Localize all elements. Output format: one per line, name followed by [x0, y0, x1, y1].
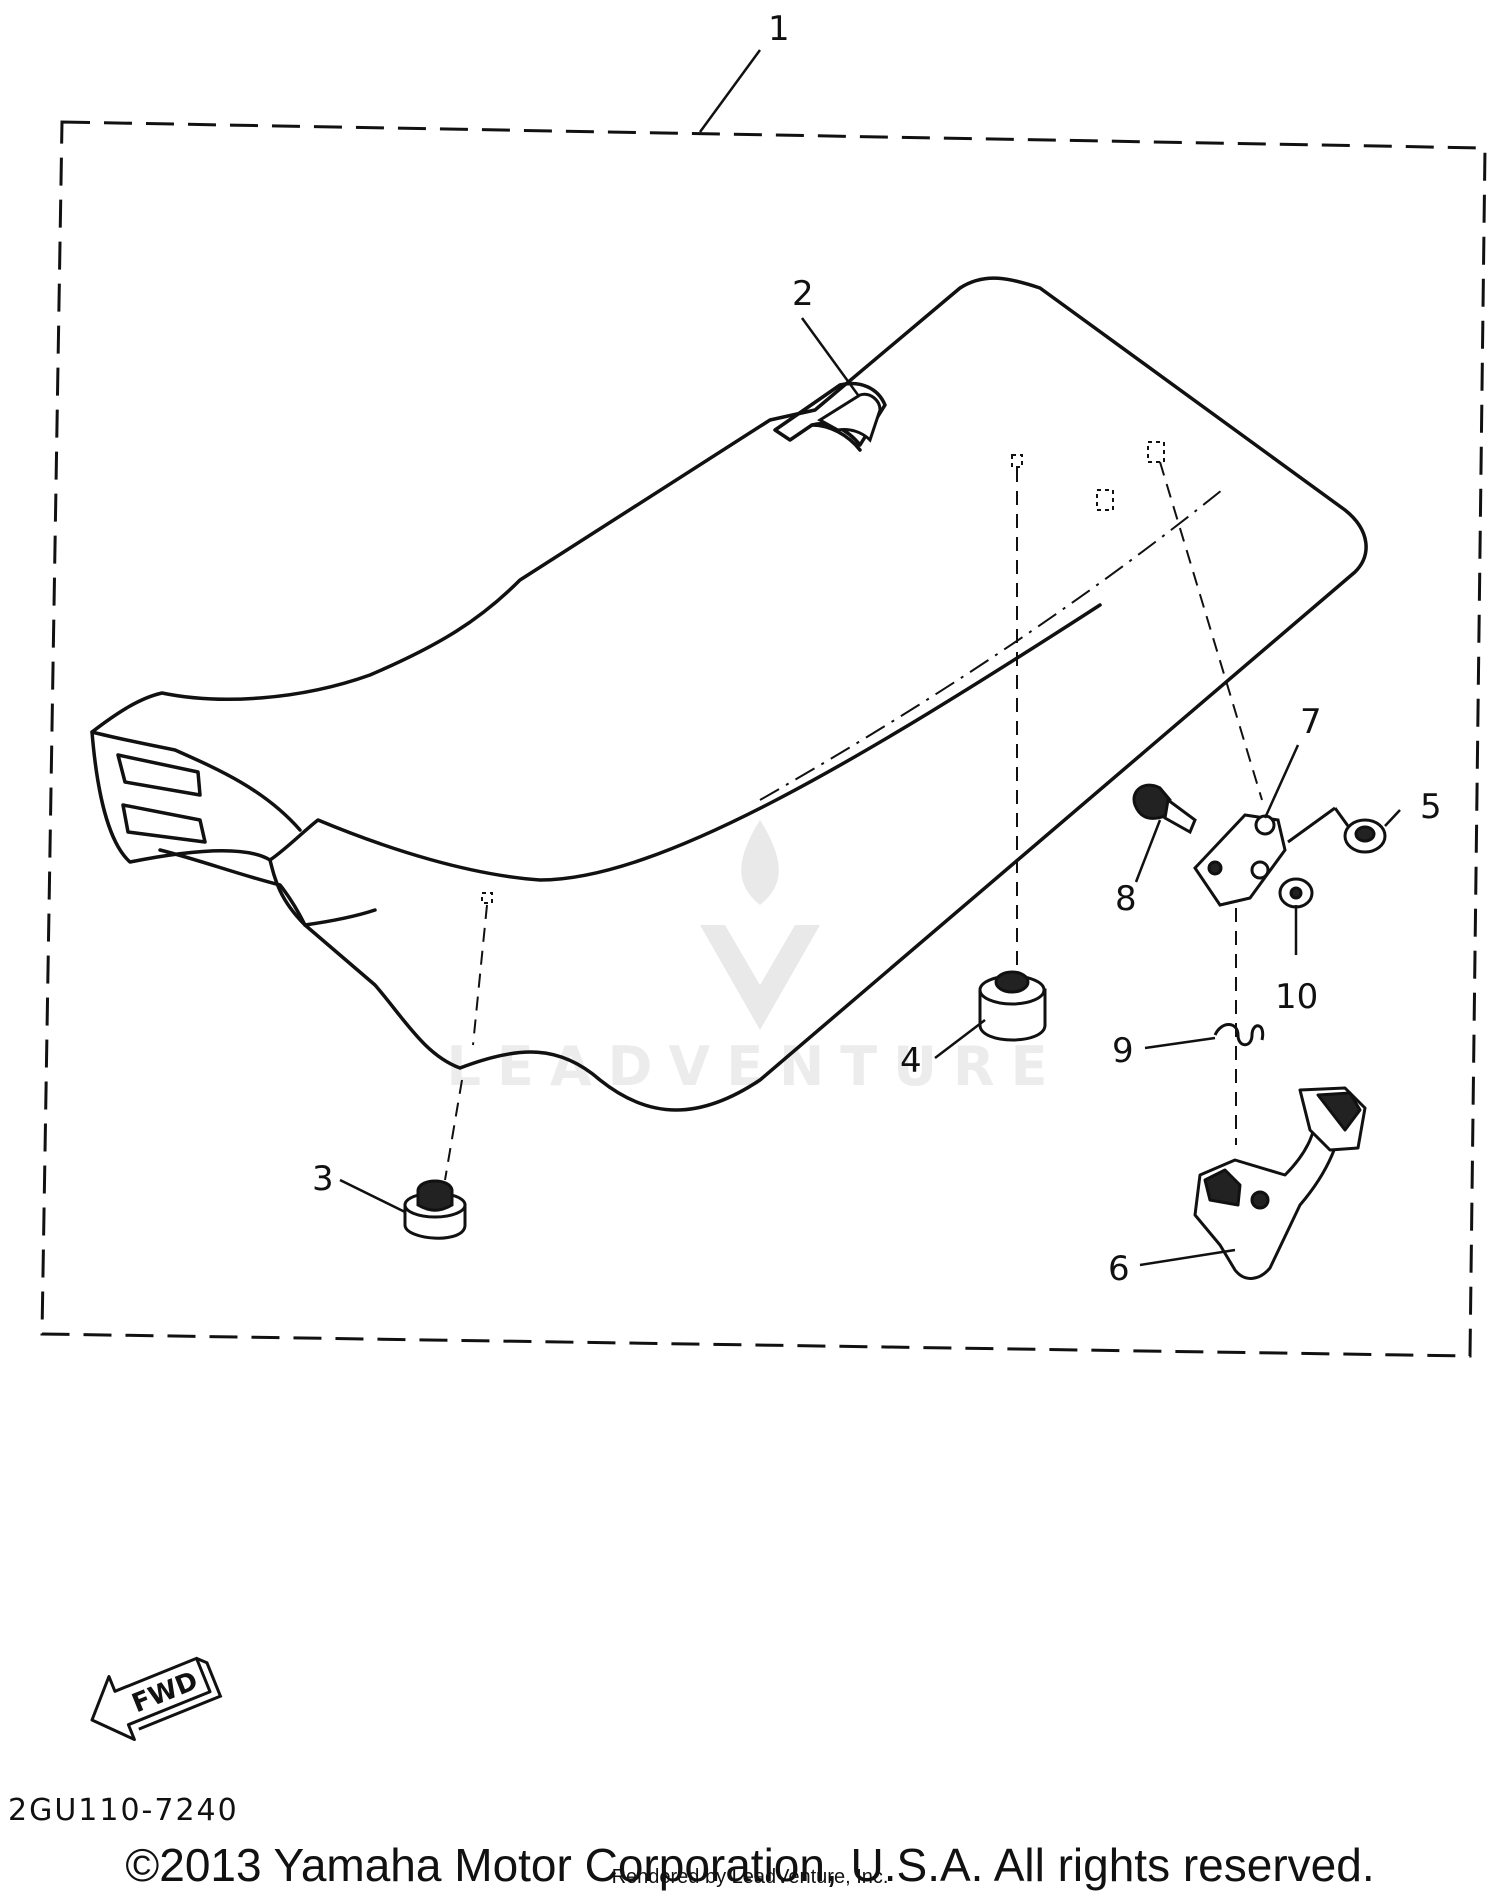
part-3-damper [403, 1179, 467, 1240]
fwd-arrow-icon: FWD [90, 1656, 223, 1742]
callout-5: 5 [1420, 787, 1442, 827]
seat-seam-line [759, 489, 1223, 801]
part-6-lock-lever [1193, 1086, 1367, 1280]
callout-7: 7 [1300, 702, 1322, 742]
watermark-text: LEADVENTURE [447, 1035, 1064, 1098]
part-2-hook [817, 392, 882, 443]
assembly-boundary [40, 120, 1487, 1358]
leader-lines [339, 49, 1401, 1267]
part-10-clip [1278, 877, 1314, 909]
callout-8: 8 [1115, 879, 1137, 919]
callout-1: 1 [768, 9, 790, 49]
callout-4: 4 [900, 1041, 922, 1081]
part-9-spring [1213, 1023, 1265, 1047]
part-8-bolt [1132, 783, 1197, 835]
part-5-nut [1287, 806, 1387, 854]
rendered-by-notice: Rendered by LeadVenture, Inc. [611, 1866, 889, 1888]
seat-illustration [90, 276, 1368, 1112]
callout-3: 3 [312, 1159, 334, 1199]
diagram-code: 2GU110-7240 [8, 1793, 239, 1828]
part-7-bracket [1193, 813, 1287, 907]
callout-2: 2 [792, 274, 814, 314]
callout-9: 9 [1112, 1031, 1134, 1071]
callout-10: 10 [1275, 977, 1318, 1017]
callout-6: 6 [1108, 1249, 1130, 1289]
copyright-notice: ©2013 Yamaha Motor Corporation, U.S.A. A… [125, 1839, 1375, 1891]
part-4-damper [978, 970, 1047, 1042]
leadventure-logo-icon [700, 820, 820, 1030]
